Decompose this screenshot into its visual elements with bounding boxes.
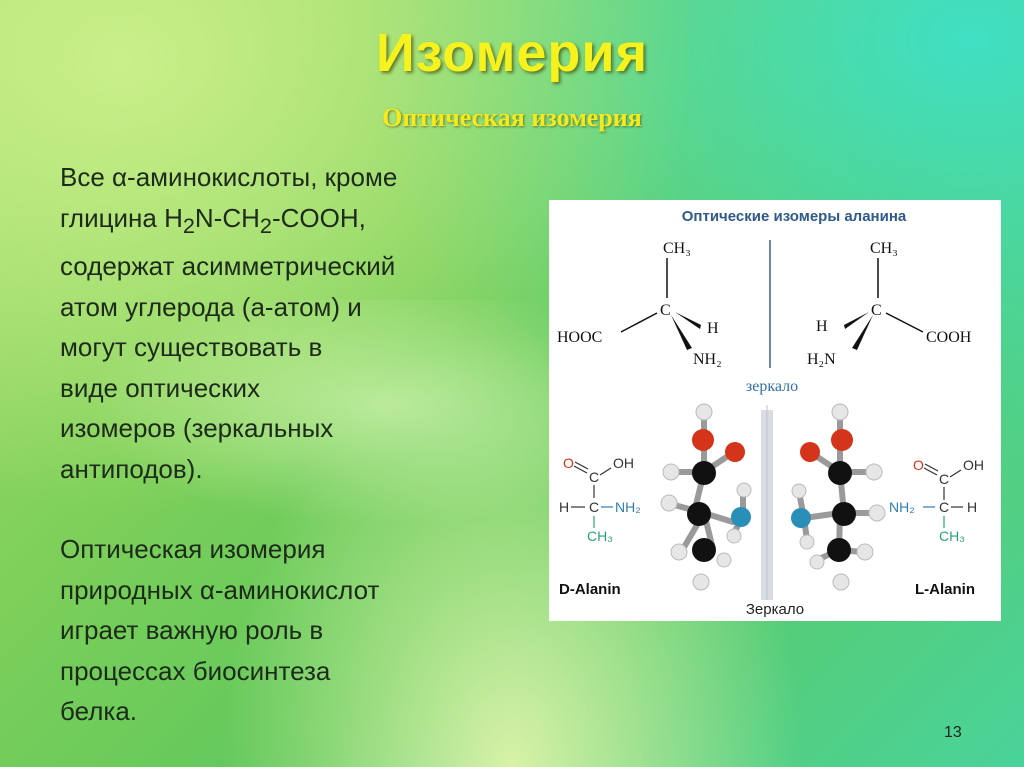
left-h-label: H (707, 320, 719, 337)
right-small-c: C (939, 471, 949, 487)
right-wedge-nh2 (852, 315, 873, 350)
slide-subtitle: Оптическая изомерия (382, 103, 642, 132)
right-atoms (791, 403, 886, 591)
text-line: атом углерода (a-атом) и (60, 291, 362, 322)
atom-nitrogen (791, 508, 811, 528)
text-line: Оптическая изомерия (60, 534, 326, 565)
left-cooh-label: HOOC (557, 329, 602, 346)
right-h-label: H (816, 318, 828, 335)
slide-body-text: Все α-аминокислоты, кроме глицина H2N-CH… (60, 157, 490, 732)
left-ch3-label: CH₃ (663, 240, 691, 257)
right-ch3-label: CH₃ (870, 240, 898, 257)
text-line: процессах биосинтеза (60, 655, 331, 686)
right-c-label: C (871, 302, 882, 319)
atom-hydrogen (799, 534, 815, 550)
atom-oxygen (725, 442, 745, 462)
right-bond-cooh (885, 312, 924, 333)
right-wedge-h (844, 312, 869, 329)
left-wedge-h (675, 312, 701, 329)
left-c-label: C (660, 302, 671, 319)
atom-hydrogen (856, 543, 874, 561)
text-line: играет важную роль в (60, 615, 324, 646)
atom-hydrogen (716, 552, 732, 568)
atom-hydrogen (660, 494, 678, 512)
bond (574, 461, 589, 470)
left-small-formula: O C OH H C NH₂ CH₃ (559, 455, 641, 544)
right-cooh-label: COOH (926, 329, 972, 346)
right-small-h: H (967, 499, 977, 515)
text-line: виде оптических (60, 372, 261, 403)
atom-carbon (832, 502, 856, 526)
atom-carbon (687, 502, 711, 526)
atom-hydrogen (791, 483, 807, 499)
figure-header: Оптические изомеры аланина (682, 208, 907, 225)
atom-hydrogen (670, 543, 688, 561)
atom-carbon (827, 538, 851, 562)
page-number: 13 (944, 724, 962, 741)
text-line: Все α-аминокислоты, кроме (60, 162, 398, 192)
left-small-oh: OH (613, 455, 634, 471)
left-wedge-nh2 (671, 315, 692, 350)
left-isomer-name: D-Alanin (559, 581, 621, 598)
atom-carbon (828, 461, 852, 485)
alanine-isomers-figure: Оптические изомеры аланина зеркало Зерка… (549, 200, 1001, 621)
atom-nitrogen (731, 507, 751, 527)
right-structural-formula: CH₃ C COOH H H₂N (807, 240, 972, 368)
right-small-o: O (913, 457, 924, 473)
right-small-nh2: NH₂ (889, 499, 915, 515)
slide-title: Изомерия (375, 23, 649, 83)
text-fragment: -COOH, (271, 202, 366, 233)
atom-hydrogen (692, 573, 710, 591)
mirror-label-top: зеркало (746, 378, 798, 395)
atom-carbon (692, 538, 716, 562)
bond (573, 465, 588, 474)
text-line: изомеров (зеркальных (60, 413, 334, 444)
left-structural-formula: CH₃ C HOOC H NH₂ (557, 240, 722, 368)
right-nh2-label: H₂N (807, 351, 836, 368)
right-small-oh: OH (963, 457, 984, 473)
text-line: содержат асимметрический (60, 251, 396, 282)
subscript: 2 (182, 212, 195, 238)
subscript: 2 (259, 212, 272, 238)
bond (949, 469, 962, 478)
atom-hydrogen (695, 403, 713, 421)
bond (599, 467, 612, 476)
figure-background (549, 200, 1001, 621)
atom-hydrogen (726, 528, 742, 544)
left-small-o: O (563, 455, 574, 471)
left-atoms (660, 403, 752, 591)
left-small-nh2: NH₂ (615, 499, 641, 515)
text-fragment: N-CH (194, 202, 260, 233)
left-bond-cooh (620, 312, 658, 333)
mirror-label-bottom: Зеркало (746, 601, 804, 618)
atom-hydrogen (831, 403, 849, 421)
bond (924, 463, 939, 472)
right-small-c2: C (939, 499, 949, 515)
text-line: могут существовать в (60, 332, 323, 363)
atom-oxygen (831, 429, 853, 451)
atom-carbon (692, 461, 716, 485)
atom-oxygen (800, 442, 820, 462)
left-small-c: C (589, 469, 599, 485)
atom-hydrogen (868, 504, 886, 522)
left-small-c2: C (589, 499, 599, 515)
bond (923, 467, 938, 476)
left-small-h: H (559, 499, 569, 515)
atom-hydrogen (809, 554, 825, 570)
atom-hydrogen (865, 463, 883, 481)
right-small-ch3: CH₃ (939, 528, 965, 544)
text-fragment: глицина H (60, 202, 183, 233)
atom-hydrogen (832, 573, 850, 591)
text-line: белка. (60, 696, 137, 727)
text-line: природных α-аминокислот (60, 574, 380, 605)
text-line-formula: глицина H2N-CH2-COOH, (60, 198, 490, 247)
atom-oxygen (692, 429, 714, 451)
atom-hydrogen (662, 463, 680, 481)
atom-hydrogen (736, 482, 752, 498)
right-isomer-name: L-Alanin (915, 581, 975, 598)
text-line: антиподов). (60, 453, 203, 484)
left-small-ch3: CH₃ (587, 528, 613, 544)
right-small-formula: O C OH NH₂ C H CH₃ (889, 457, 984, 544)
left-nh2-label: NH₂ (693, 351, 722, 368)
